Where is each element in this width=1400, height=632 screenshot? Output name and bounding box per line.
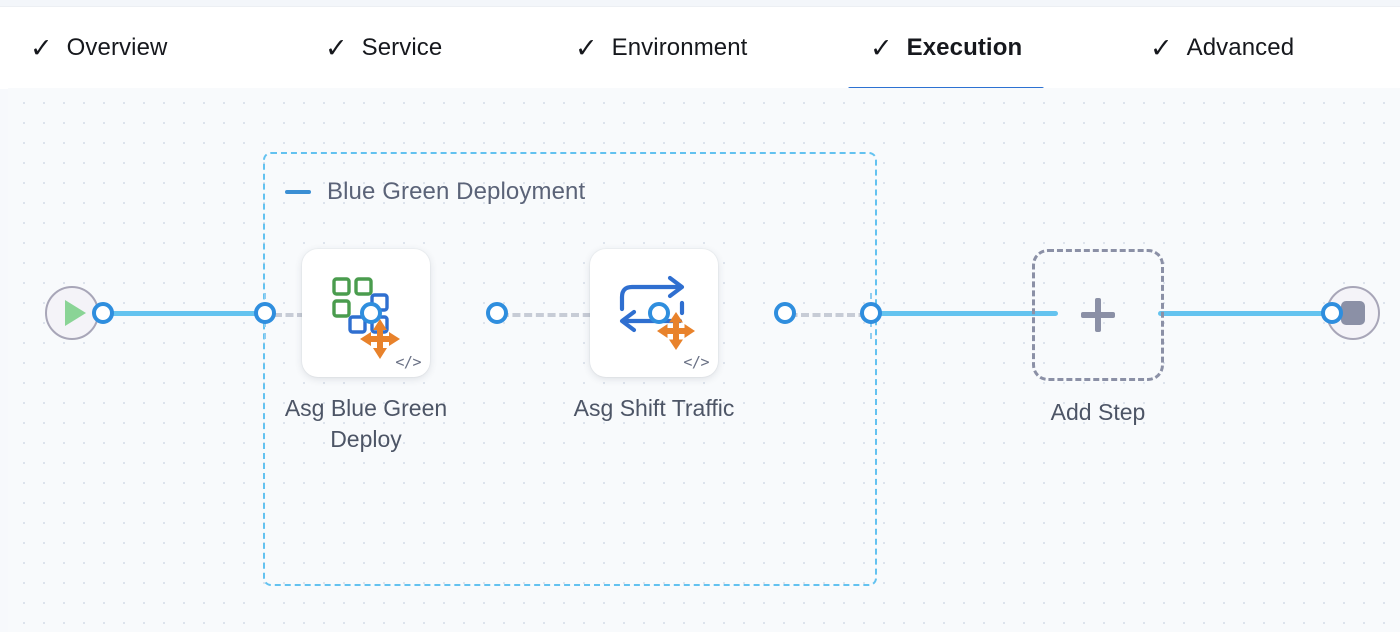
- start-output-port[interactable]: [92, 302, 114, 324]
- pipeline-start-node[interactable]: [45, 286, 99, 340]
- tab-label: Environment: [611, 34, 748, 61]
- check-icon: ✓: [1150, 32, 1173, 64]
- group-exit-port[interactable]: [860, 302, 882, 324]
- add-step-box[interactable]: [1032, 249, 1164, 381]
- connector-start-to-group: [103, 311, 273, 316]
- step-group-blue-green-deployment[interactable]: [263, 152, 877, 586]
- step1-input-port[interactable]: [360, 302, 382, 324]
- dot-crosshair: [264, 321, 266, 339]
- tab-label: Execution: [906, 34, 1023, 61]
- step2-output-port[interactable]: [774, 302, 796, 324]
- connector-step1-to-step2: [489, 313, 661, 317]
- tab-service[interactable]: ✓ Service: [325, 7, 442, 89]
- step-label: Asg Blue Green Deploy: [284, 395, 448, 453]
- tab-label: Overview: [66, 34, 168, 61]
- window-top-strip: [0, 0, 1400, 6]
- stop-icon: [1341, 301, 1365, 325]
- connector-add-step-to-end: [1158, 311, 1338, 316]
- step-group-header[interactable]: Blue Green Deployment: [285, 178, 585, 206]
- end-input-port[interactable]: [1321, 302, 1343, 324]
- step-group-title: Blue Green Deployment: [327, 178, 586, 205]
- step2-input-port[interactable]: [648, 302, 670, 324]
- stage-tab-bar: ✓ Overview ✓ Service ✓ Environment ✓ Exe…: [0, 6, 1400, 91]
- minus-icon[interactable]: [285, 190, 311, 194]
- pipeline-canvas[interactable]: Blue Green Deployment: [8, 88, 1400, 632]
- step-node-asg-blue-green-deploy[interactable]: </> Asg Blue Green Deploy: [266, 249, 466, 455]
- connector-group-exit-to-add-step: [876, 311, 1058, 316]
- group-entry-port[interactable]: [254, 302, 276, 324]
- code-badge-icon: </>: [683, 353, 709, 371]
- play-icon: [64, 300, 86, 326]
- connector-step2-to-group-exit: [778, 313, 878, 317]
- dot-crosshair: [870, 321, 872, 339]
- plus-icon: [1081, 298, 1115, 332]
- add-step-label: Add Step: [1050, 399, 1146, 425]
- tab-overview[interactable]: ✓ Overview: [30, 7, 167, 89]
- tab-label: Advanced: [1186, 34, 1295, 61]
- tab-label: Service: [361, 34, 443, 61]
- asg-blue-green-deploy-icon: [302, 249, 430, 377]
- tab-advanced[interactable]: ✓ Advanced: [1150, 7, 1294, 89]
- step-label: Asg Shift Traffic: [573, 395, 735, 421]
- step-node-asg-shift-traffic[interactable]: </> Asg Shift Traffic: [554, 249, 754, 424]
- check-icon: ✓: [30, 32, 53, 64]
- tab-execution[interactable]: ✓ Execution: [848, 7, 1045, 91]
- check-icon: ✓: [575, 32, 598, 64]
- tab-environment[interactable]: ✓ Environment: [575, 7, 747, 89]
- add-step-node[interactable]: Add Step: [998, 249, 1198, 426]
- code-badge-icon: </>: [395, 353, 421, 371]
- check-icon: ✓: [870, 32, 893, 64]
- check-icon: ✓: [325, 32, 348, 64]
- step1-output-port[interactable]: [486, 302, 508, 324]
